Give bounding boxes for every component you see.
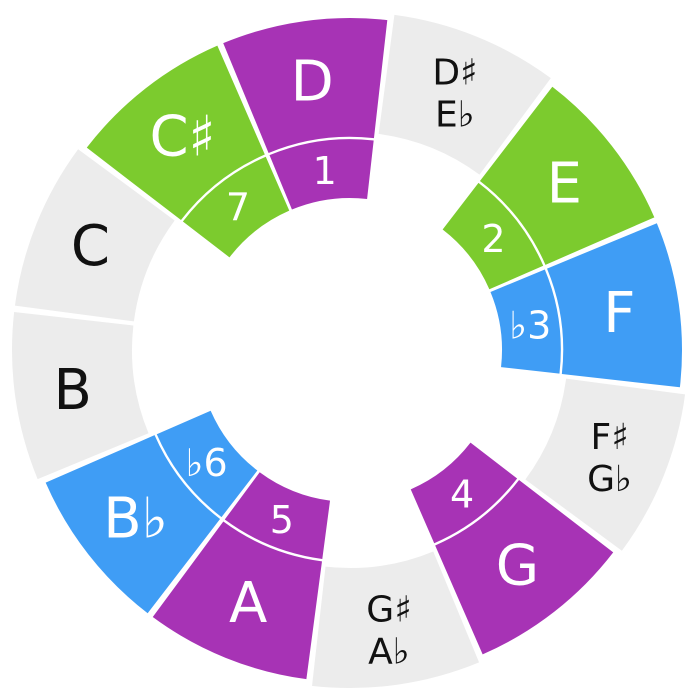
degree-sector-d <box>269 139 374 210</box>
note-sector-b-flat <box>45 435 221 614</box>
degree-sector-c-sharp <box>182 156 290 258</box>
note-label-a: A <box>229 571 267 636</box>
degree-label-5: 5 <box>270 498 294 542</box>
note-label-g: G <box>496 533 539 598</box>
note-sector-g <box>435 479 614 655</box>
degree-label-1: 1 <box>313 149 337 193</box>
degree-sector-e <box>442 182 544 290</box>
note-label-line-1: D♯ <box>432 52 477 93</box>
note-sector-b <box>12 312 149 480</box>
degree-sector-b-flat <box>156 410 258 518</box>
note-sector-f <box>547 223 683 388</box>
note-label-e: E <box>547 152 582 217</box>
note-sector-d <box>223 17 388 153</box>
note-sector-e <box>479 86 655 265</box>
degree-label-2: 2 <box>481 217 505 261</box>
note-label-line-2: A♭ <box>368 631 410 672</box>
note-label-b: B <box>54 358 92 423</box>
degree-sector-a <box>224 472 331 559</box>
note-label-f-sharp-g-flat: F♯G♭ <box>587 417 632 500</box>
degree-label--flat6: ♭6 <box>186 441 228 485</box>
degree-label--flat3: ♭3 <box>509 304 551 348</box>
degree-sector-f <box>490 269 561 374</box>
note-label-c-sharp: C♯ <box>149 105 215 170</box>
note-label-c: C <box>71 214 110 279</box>
note-sector-f-sharp-g-flat <box>525 378 686 551</box>
note-label-line-1: F♯ <box>591 417 629 458</box>
degree-label-7: 7 <box>226 186 250 230</box>
degree-label-4: 4 <box>450 472 474 516</box>
note-label-f: F <box>603 281 635 346</box>
note-sector-c-sharp <box>86 45 265 221</box>
note-sector-c <box>14 149 175 322</box>
note-sector-g-sharp-a-flat <box>312 551 480 688</box>
note-label-b-flat: B♭ <box>103 486 168 551</box>
note-label-g-sharp-a-flat: G♯A♭ <box>366 589 411 672</box>
degree-sector-g <box>410 442 518 544</box>
note-sector-a <box>152 521 322 680</box>
note-label-line-1: G♯ <box>366 589 411 630</box>
note-sector-d-sharp-e-flat <box>378 14 551 175</box>
note-label-line-2: G♭ <box>587 459 632 500</box>
note-label-line-2: E♭ <box>435 94 475 135</box>
note-label-d-sharp-e-flat: D♯E♭ <box>432 52 477 135</box>
note-label-d: D <box>291 50 334 115</box>
